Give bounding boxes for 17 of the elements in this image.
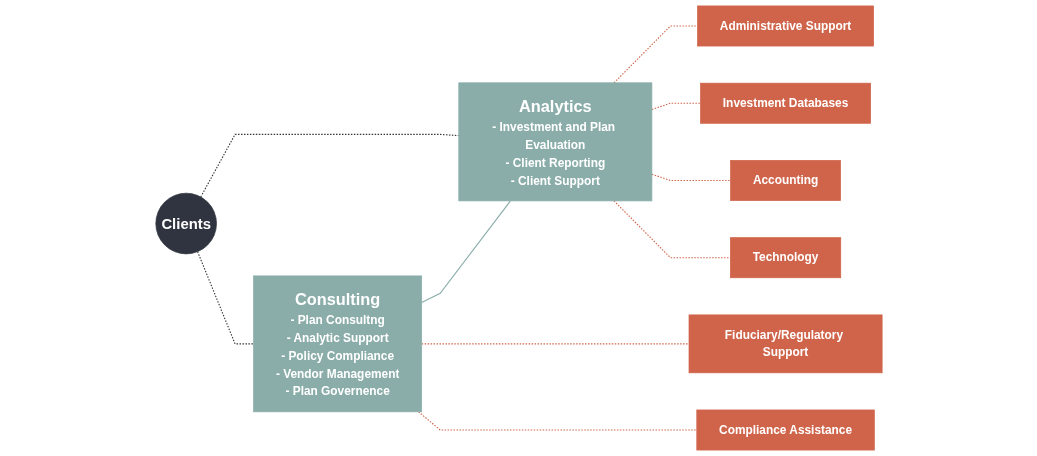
node-box: Fiduciary/Regulatory Support [688, 314, 882, 374]
connector [417, 411, 697, 431]
node-box: Analytics - Investment and Plan Evaluation - Client Reporting - Client Support [457, 82, 652, 202]
node-box: Technology [729, 237, 841, 279]
connector [420, 200, 511, 304]
node-circle: Clients [155, 192, 217, 255]
connector [196, 251, 254, 345]
node-box: Investment Databases [699, 82, 871, 124]
connector [612, 25, 698, 84]
connector [420, 343, 690, 345]
node-box: Compliance Assistance [695, 409, 875, 451]
node-box: Accounting [729, 160, 841, 201]
connector [650, 102, 701, 110]
connector [650, 173, 731, 182]
node-box: Consulting - Plan Consultng - Analytic Support - Policy Compliance - Vendor Management - Plan Governence [252, 275, 422, 413]
connector [199, 133, 459, 198]
node-box: Administrative Support [696, 5, 874, 47]
